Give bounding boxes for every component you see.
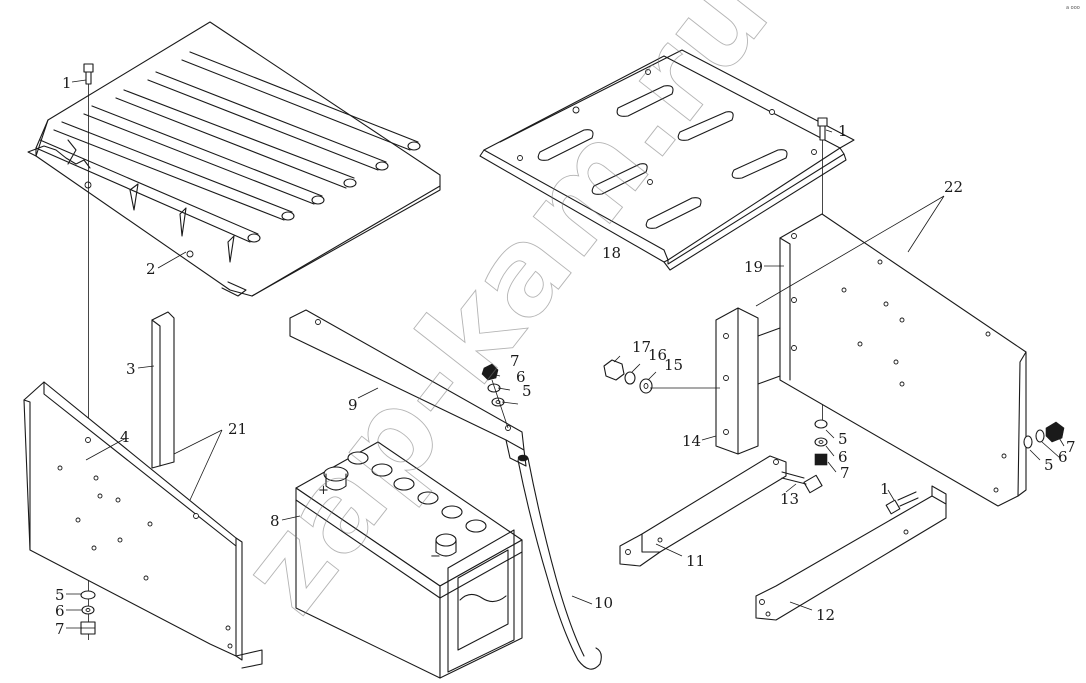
- corner-mark: a ooo: [1066, 5, 1080, 11]
- battery-positive-mark: +: [318, 483, 329, 498]
- label-part-7-right: 7: [1066, 438, 1076, 456]
- label-part-6-right: 6: [1058, 448, 1068, 466]
- label-part-4: 4: [120, 428, 130, 446]
- label-part-7-center: 7: [840, 464, 850, 482]
- label-part-12: 12: [816, 606, 835, 624]
- label-part-5-right: 5: [1044, 456, 1054, 474]
- label-part-7-bar: 7: [510, 352, 520, 370]
- label-part-16: 16: [648, 346, 667, 364]
- label-part-9: 9: [348, 396, 358, 414]
- fastener-stack-left: [80, 590, 96, 635]
- label-part-1-right: 1: [838, 122, 848, 140]
- bolt-part-13: [781, 471, 823, 494]
- label-part-6-center: 6: [838, 448, 848, 466]
- label-part-11: 11: [686, 552, 705, 570]
- label-part-5-center: 5: [838, 430, 848, 448]
- label-part-18: 18: [602, 244, 621, 262]
- leader-lines: [66, 79, 1065, 629]
- side-panel-part-4: [23, 381, 263, 669]
- battery-cover-part-2: [27, 21, 441, 297]
- label-part-10: 10: [594, 594, 613, 612]
- label-part-6-bar: 6: [516, 368, 526, 386]
- label-part-6-left: 6: [55, 602, 65, 620]
- cable-part-10: [517, 454, 602, 670]
- label-part-17: 17: [632, 338, 651, 356]
- fastener-stack-center-right: [814, 419, 828, 466]
- label-part-5-bar: 5: [522, 382, 532, 400]
- tray-part-18: [479, 49, 855, 271]
- bolt-part-1-lower: [885, 491, 919, 515]
- label-part-8: 8: [270, 512, 280, 530]
- fastener-stack-15-16-17: [603, 359, 720, 394]
- label-part-3: 3: [126, 360, 136, 378]
- label-part-22: 22: [944, 178, 963, 196]
- label-part-14: 14: [682, 432, 701, 450]
- strap-part-12: [755, 485, 947, 621]
- strip-part-3: [151, 311, 175, 469]
- fastener-stack-far-right: [1023, 421, 1065, 449]
- label-part-5-left: 5: [55, 586, 65, 604]
- label-part-15: 15: [664, 356, 683, 374]
- strap-part-11: [619, 455, 787, 567]
- label-part-7-left: 7: [55, 620, 65, 638]
- angle-bracket-part-14: [715, 307, 781, 455]
- label-part-1-lower: 1: [880, 480, 890, 498]
- battery-negative-mark: −: [430, 549, 441, 564]
- part-number-labels: 1 2 3 4 5 6 7 21 9 8 7 6 5 10 18 1 22 19…: [55, 74, 1076, 638]
- label-part-21: 21: [228, 420, 247, 438]
- label-part-2: 2: [146, 260, 156, 278]
- battery-part-8: + −: [295, 441, 523, 679]
- bracket-assembly-part-22: [779, 213, 1027, 507]
- label-part-1-left: 1: [62, 74, 72, 92]
- label-part-19: 19: [744, 258, 763, 276]
- label-part-13: 13: [780, 490, 799, 508]
